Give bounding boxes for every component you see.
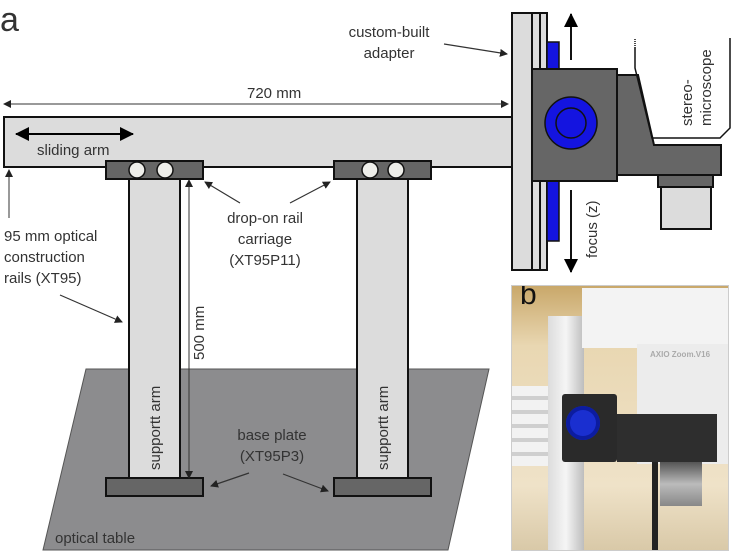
base-plate-label-1: base plate — [237, 427, 306, 444]
photo-arm — [617, 414, 717, 462]
carriage-bolt — [387, 161, 405, 179]
base-plate-label-2: (XT95P3) — [240, 448, 304, 465]
support-arm-right-label: supportt arm — [375, 386, 392, 470]
dimension-720-label: 720 mm — [247, 85, 301, 102]
microscope-label-1: stereo- — [679, 79, 696, 126]
panel-b-label: b — [520, 285, 537, 311]
photo-shelf — [512, 386, 552, 466]
photo-microscope-body — [582, 288, 728, 348]
pointer-rails-arm — [59, 294, 123, 323]
dimension-500-label: 500 mm — [191, 306, 208, 360]
focus-rail-bottom — [546, 180, 560, 242]
focus-label: focus (z) — [584, 200, 601, 258]
carriage-bolt — [156, 161, 174, 179]
pointer-carriage-right — [289, 181, 331, 204]
photo-panel-b: b AXIO Zoom.V16 — [511, 285, 729, 551]
focus-knob-inner — [555, 107, 587, 139]
rails-label-1: 95 mm optical — [4, 228, 97, 245]
adapter-label-2: adapter — [364, 45, 415, 62]
base-plate-right — [333, 477, 432, 497]
panel-a-label: a — [0, 1, 19, 39]
rails-label-3: rails (XT95) — [4, 270, 82, 287]
photo-objective — [660, 462, 702, 506]
carriage-label-3: (XT95P11) — [229, 252, 300, 269]
photo-focus-knob — [566, 406, 600, 440]
sliding-arm-label: sliding arm — [37, 142, 110, 159]
base-plate-left — [105, 477, 204, 497]
objective — [660, 186, 712, 230]
stereo-microscope-outline — [634, 38, 731, 139]
carriage-bolt — [361, 161, 379, 179]
support-arm-left-label: supportt arm — [147, 386, 164, 470]
carriage-bolt — [128, 161, 146, 179]
microscope-brand-text: AXIO Zoom.V16 — [650, 350, 711, 359]
pointer-adapter — [443, 43, 508, 57]
objective-ring — [657, 174, 714, 188]
pointer-base-left — [210, 472, 250, 488]
microscope-label-2: microscope — [698, 49, 715, 126]
rail-carriage-left — [105, 160, 204, 180]
horizontal-rail — [3, 116, 519, 168]
rail-carriage-right — [333, 160, 432, 180]
support-arm-left — [128, 178, 181, 479]
adapter-plate — [511, 12, 533, 271]
focus-rail-top — [546, 41, 560, 71]
photo-stand-pole — [652, 462, 658, 550]
optical-table-label: optical table — [55, 530, 135, 547]
pointer-carriage-left — [204, 181, 241, 204]
carriage-label-1: drop-on rail — [227, 210, 303, 227]
rails-label-2: construction — [4, 249, 85, 266]
carriage-label-2: carriage — [238, 231, 292, 248]
adapter-label-1: custom-built — [349, 24, 431, 41]
pointer-base-right — [282, 473, 329, 493]
